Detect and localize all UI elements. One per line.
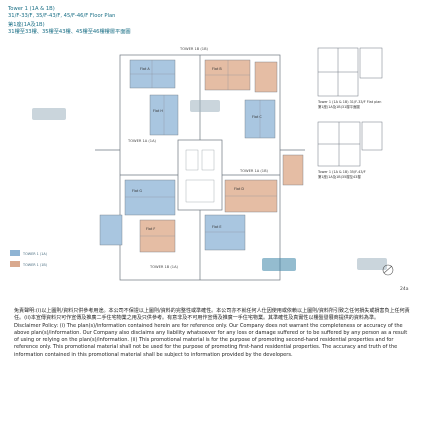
- tower-label-left: TOWER 1A (1A): [127, 139, 157, 143]
- inset-plan-top: [317, 47, 383, 97]
- flat-label: Flat F: [146, 227, 155, 231]
- flat-label: Flat G: [132, 189, 142, 193]
- flat-label: Flat A: [140, 67, 150, 71]
- disclaimer-en: Disclaimer Policy: (i) The plan(s)/infor…: [14, 322, 408, 358]
- flat-label: Flat B: [212, 67, 222, 71]
- floor-plan-structure: [95, 54, 305, 281]
- page-number: 24a: [400, 287, 409, 292]
- inset-caption-cn: 第1座(1A及1B)31樓平面圖: [318, 104, 360, 109]
- disclaimer-section: 免責聲明:(i)以上圖則/資料只供參考用途。本公司不保證以上圖則/資料的完整性或…: [14, 308, 412, 359]
- inset-caption: Tower 1 (1A & 1B) 31/F-33/F Flat plan: [317, 100, 381, 104]
- tower-label-top: TOWER 1B (1B): [179, 47, 209, 51]
- legend-swatch-orange: [10, 261, 20, 267]
- floors-title: 31/F-33/F, 35/F-43/F, 45/F-46/F Floor Pl…: [8, 12, 116, 19]
- tower-label-bottom-left: TOWER 1B (1A): [149, 265, 179, 269]
- flat-label: Flat H: [153, 109, 163, 113]
- plan-legend: TOWER 1 (1A) TOWER 1 (1B): [10, 250, 48, 267]
- legend-label: TOWER 1 (1B): [22, 263, 48, 267]
- tower-title-cn: 第1座(1A及1B): [8, 22, 45, 29]
- plan-header: Tower 1 (1A & 1B) 31/F-33/F, 35/F-43/F, …: [8, 6, 158, 35]
- watermark-logo: [32, 100, 387, 271]
- north-arrow-icon: [382, 264, 394, 276]
- tower-title: Tower 1 (1A & 1B): [8, 6, 55, 12]
- flat-label: Flat E: [212, 225, 222, 229]
- floor-plan-drawing: TOWER 1B (1B) TOWER 1A (1A) TOWER 1B (1A…: [10, 47, 394, 281]
- tower-label-right: TOWER 1A (1B): [239, 169, 269, 173]
- floors-title-cn: 31樓至33樓、35樓至43樓、45樓至46樓樓層平面圖: [8, 28, 131, 35]
- inset-plan-bottom: [317, 121, 383, 167]
- legend-label: TOWER 1 (1A): [22, 252, 48, 256]
- legend-swatch-blue: [10, 250, 20, 256]
- plan-interior-lines: [125, 60, 277, 237]
- disclaimer-cn: 免責聲明:(i)以上圖則/資料只供參考用途。本公司不保證以上圖則/資料的完整性或…: [14, 308, 410, 322]
- inset-caption: Tower 1 (1A & 1B) 35/F-43/F: [317, 170, 366, 174]
- inset-caption-cn: 第1座(1A及1B)35樓至43樓: [318, 174, 361, 179]
- flat-label: Flat C: [252, 115, 262, 119]
- flat-label: Flat D: [234, 187, 244, 191]
